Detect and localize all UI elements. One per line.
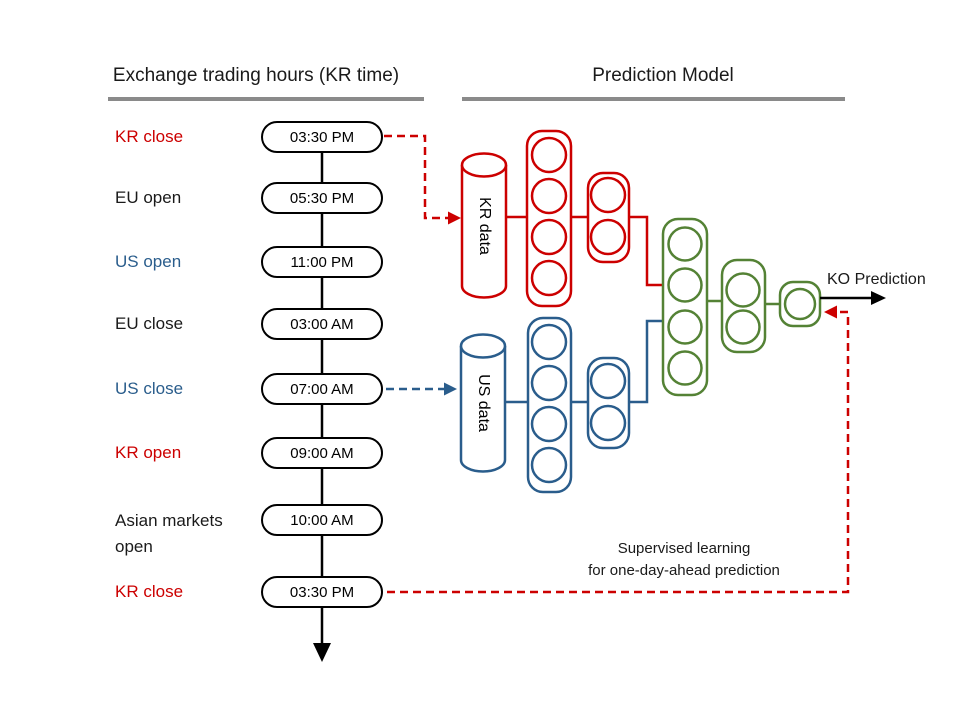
neuron-node (589, 176, 627, 214)
supervised-feedback-arrow (387, 305, 850, 594)
event-label-us-open: US open (115, 252, 182, 271)
time-pill-1100pm: 11:00 PM (261, 246, 383, 278)
left-title-underline (108, 97, 424, 101)
neuron-node (667, 309, 703, 345)
time-pill-0330pm-bottom: 03:30 PM (261, 576, 383, 608)
neuron-node (530, 259, 568, 297)
kr-hidden-layer-2 (586, 171, 631, 264)
neuron-node (530, 446, 568, 484)
kr-data-cylinder (460, 152, 508, 299)
us-hidden-layer-2 (586, 356, 631, 450)
event-label-kr-open: KR open (115, 443, 182, 462)
output-node (778, 280, 822, 328)
time-pill-0300am: 03:00 AM (261, 308, 383, 340)
neuron-node (530, 136, 568, 174)
event-label-eu-close: EU close (115, 314, 184, 333)
neuron-node (530, 364, 568, 402)
arrowhead-icon (448, 211, 461, 225)
merge-hidden-layer (720, 258, 767, 354)
kr-data-label: KR data (476, 197, 493, 255)
neuron-node (667, 267, 703, 303)
event-label-kr-close-1: KR close (115, 127, 184, 146)
neuron-node (667, 226, 703, 262)
ko-prediction-label: KO Prediction (827, 271, 926, 288)
kr-close-to-kr-data-arrow (384, 134, 461, 225)
left-section-title: Exchange trading hours (KR time) (112, 65, 400, 86)
neuron-node (589, 404, 627, 442)
event-label-kr-close-2: KR close (115, 582, 184, 601)
merge-connections (707, 299, 780, 306)
right-title-underline (462, 97, 845, 101)
annotation-line-1: Supervised learning (617, 540, 751, 557)
neuron-node (783, 287, 817, 321)
time-pill-0900am: 09:00 AM (261, 437, 383, 469)
timeline-arrowhead-icon (313, 643, 331, 662)
merge-layer (661, 217, 709, 397)
event-label-asian-markets-open: Asian markets open (115, 511, 223, 556)
us-hidden-layer-1 (526, 316, 573, 494)
time-pill-1000am: 10:00 AM (261, 504, 383, 536)
annotation-line-2: for one-day-ahead prediction (588, 562, 780, 579)
neuron-node (725, 272, 761, 308)
us-branch-connections (505, 319, 663, 404)
time-pill-0700am: 07:00 AM (261, 373, 383, 405)
neuron-node (589, 362, 627, 400)
kr-hidden-layer-1 (525, 129, 573, 308)
time-pill-0530pm: 05:30 PM (261, 182, 383, 214)
arrowhead-icon (824, 305, 837, 319)
supervised-learning-annotation: Supervised learning for one-day-ahead pr… (534, 538, 834, 582)
neuron-node (530, 405, 568, 443)
us-data-label: US data (475, 374, 492, 432)
neuron-node (530, 323, 568, 361)
neuron-node (530, 177, 568, 215)
output-arrow (820, 291, 886, 305)
right-section-title: Prediction Model (592, 65, 734, 86)
us-close-to-us-data-arrow (386, 382, 457, 396)
kr-branch-connections (506, 215, 663, 287)
time-pill-0330pm-top: 03:30 PM (261, 121, 383, 153)
event-label-eu-open: EU open (115, 188, 182, 207)
neuron-node (589, 218, 627, 256)
arrowhead-icon (444, 382, 457, 396)
arrowhead-icon (871, 291, 886, 305)
neuron-node (530, 218, 568, 256)
neuron-node (725, 309, 761, 345)
us-data-cylinder (459, 333, 507, 473)
event-label-us-close: US close (115, 379, 184, 398)
neuron-node (667, 350, 703, 386)
